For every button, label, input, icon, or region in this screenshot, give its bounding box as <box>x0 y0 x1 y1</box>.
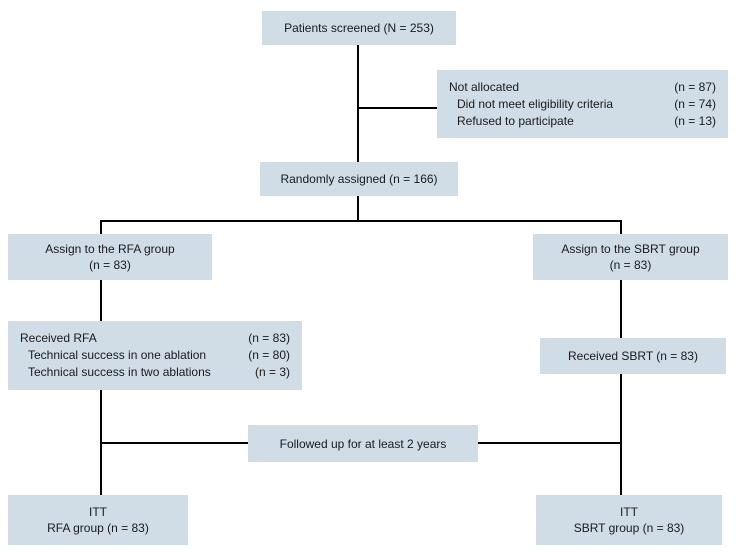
randomly-assigned-label: Randomly assigned (n = 166) <box>280 172 438 186</box>
one-ablation-label: Technical success in one ablation <box>28 348 207 362</box>
not-allocated-row-3: Refused to participate (n = 13) <box>449 113 716 130</box>
box-patients-screened: Patients screened (N = 253) <box>262 11 456 45</box>
two-ablations-label: Technical success in two ablations <box>28 365 211 379</box>
box-randomly-assigned: Randomly assigned (n = 166) <box>260 162 458 196</box>
box-assign-rfa: Assign to the RFA group (n = 83) <box>8 234 212 280</box>
not-allocated-label: Not allocated <box>449 79 520 94</box>
eligibility-criteria-count: (n = 74) <box>674 96 716 111</box>
followed-up-label: Followed up for at least 2 years <box>279 436 447 451</box>
connector-randomized-to-split <box>357 196 359 222</box>
received-rfa-row-3: Technical success in two ablations (n = … <box>20 364 290 381</box>
received-rfa-count: (n = 83) <box>248 331 290 345</box>
itt-rfa-line1: ITT <box>89 505 107 519</box>
connector-assign-to-received-rfa <box>100 280 102 322</box>
connector-split-to-assign-sbrt <box>620 220 622 235</box>
box-followed-up: Followed up for at least 2 years <box>248 425 478 462</box>
assign-rfa-line2: (n = 83) <box>89 258 131 272</box>
not-allocated-row-2: Did not meet eligibility criteria (n = 7… <box>449 96 716 113</box>
refused-participate-count: (n = 13) <box>674 113 716 128</box>
received-rfa-row-2: Technical success in one ablation (n = 8… <box>20 347 290 364</box>
refused-participate-label: Refused to participate <box>457 113 574 128</box>
box-itt-rfa: ITT RFA group (n = 83) <box>8 495 188 545</box>
received-rfa-label: Received RFA <box>20 331 97 345</box>
box-itt-sbrt: ITT SBRT group (n = 83) <box>536 495 722 545</box>
connector-received-sbrt-to-itt <box>620 374 622 495</box>
received-sbrt-label: Received SBRT (n = 83) <box>568 349 698 363</box>
patients-screened-label: Patients screened (N = 253) <box>284 21 434 35</box>
connector-branch-not-allocated <box>358 107 438 109</box>
not-allocated-count: (n = 87) <box>674 79 716 94</box>
itt-sbrt-line2: SBRT group (n = 83) <box>573 521 685 535</box>
two-ablations-count: (n = 3) <box>254 365 290 379</box>
box-not-allocated: Not allocated (n = 87) Did not meet elig… <box>437 70 728 138</box>
itt-sbrt-line1: ITT <box>620 505 638 519</box>
connector-split-to-assign-rfa <box>100 220 102 235</box>
received-rfa-row-1: Received RFA (n = 83) <box>20 330 290 347</box>
connector-assign-to-received-sbrt <box>620 280 622 339</box>
connector-followup-right <box>478 442 621 444</box>
assign-sbrt-line1: Assign to the SBRT group <box>561 242 700 256</box>
one-ablation-count: (n = 80) <box>248 348 290 362</box>
connector-screened-to-randomized <box>357 45 359 163</box>
not-allocated-row-1: Not allocated (n = 87) <box>449 79 716 96</box>
eligibility-criteria-label: Did not meet eligibility criteria <box>457 96 614 111</box>
box-received-sbrt: Received SBRT (n = 83) <box>540 338 726 374</box>
box-assign-sbrt: Assign to the SBRT group (n = 83) <box>533 234 728 280</box>
box-received-rfa: Received RFA (n = 83) Technical success … <box>8 321 302 390</box>
assign-rfa-line1: Assign to the RFA group <box>45 242 175 256</box>
itt-rfa-line2: RFA group (n = 83) <box>47 521 149 535</box>
assign-sbrt-line2: (n = 83) <box>609 258 652 272</box>
connector-split-horizontal <box>100 220 622 222</box>
connector-followup-left <box>101 442 248 444</box>
